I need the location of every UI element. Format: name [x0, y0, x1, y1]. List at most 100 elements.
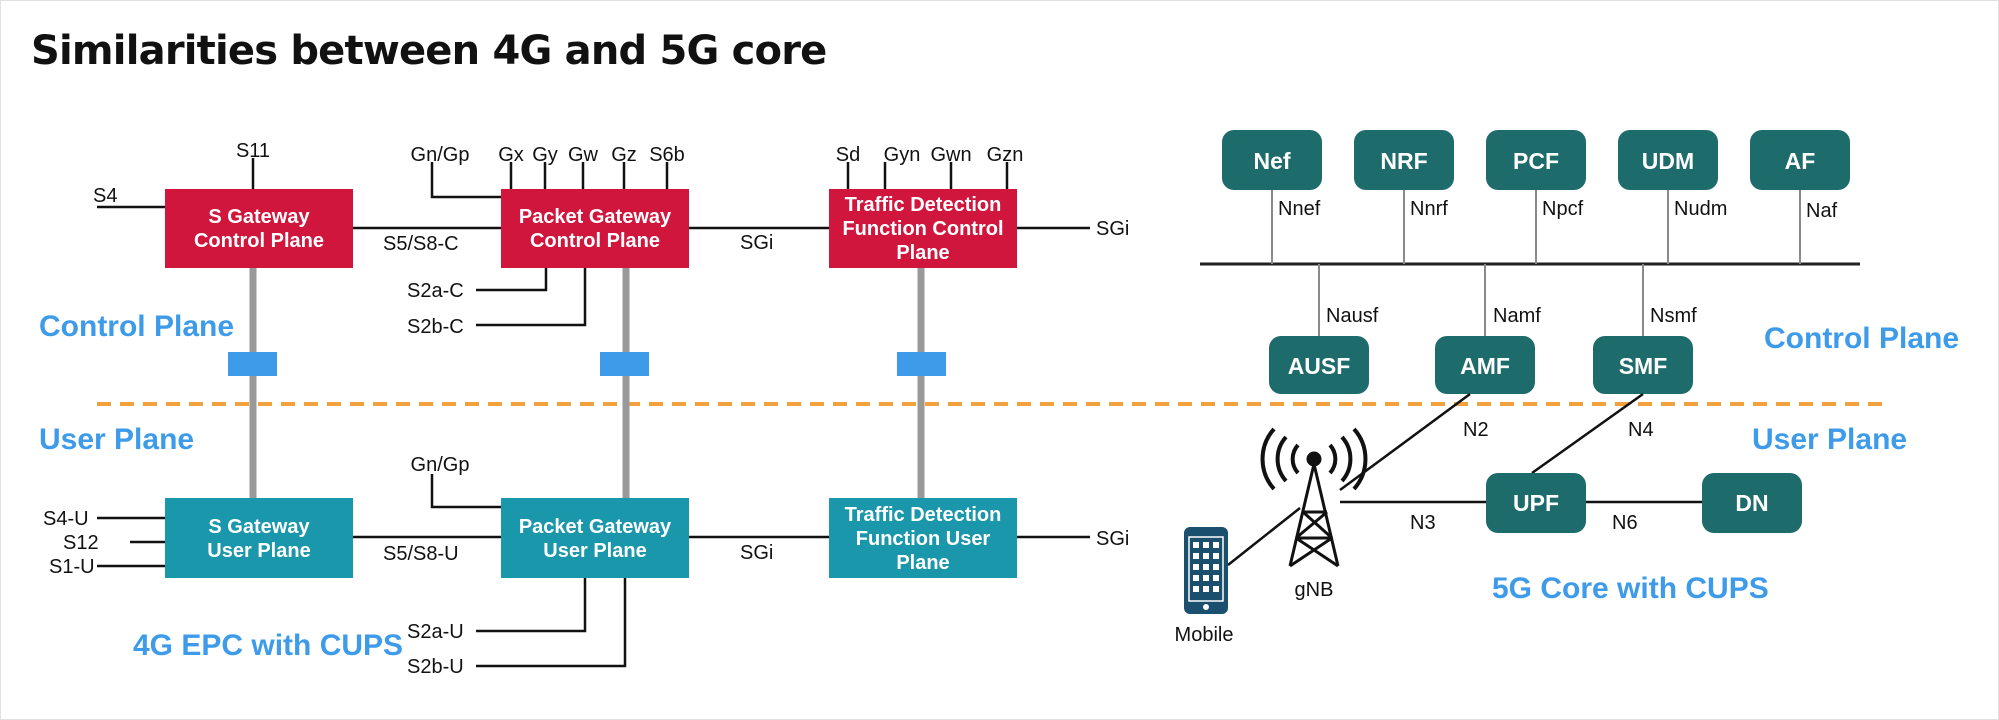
label-sd: Sd — [836, 144, 860, 166]
sgw-u-line1: S Gateway — [208, 516, 310, 538]
sx-connector-3 — [897, 352, 946, 376]
label-sgi-c2: SGi — [1096, 218, 1129, 240]
label-s1u: S1-U — [49, 556, 95, 578]
mobile-phone-icon — [1184, 527, 1228, 614]
nf-pcf-label: PCF — [1513, 148, 1559, 174]
label-gz: Gz — [611, 144, 637, 166]
nf-nef-label: Nef — [1253, 148, 1290, 174]
nf-ausf-label: AUSF — [1288, 353, 1351, 379]
nf-amf-label: AMF — [1460, 353, 1510, 379]
nf-udm: UDM — [1618, 130, 1718, 190]
nf-smf-label: SMF — [1619, 353, 1668, 379]
sba-bus — [1200, 190, 1860, 336]
tdf-c-line1: Traffic Detection — [845, 194, 1002, 216]
label-gyn: Gyn — [884, 144, 921, 166]
label-namf: Namf — [1493, 305, 1541, 327]
label-nsmf: Nsmf — [1650, 305, 1697, 327]
label-gx: Gx — [498, 144, 524, 166]
page-title: Similarities between 4G and 5G core — [31, 28, 827, 74]
label-sgi-u2: SGi — [1096, 528, 1129, 550]
nf-nrf: NRF — [1354, 130, 1454, 190]
epc-cp-lines — [97, 158, 1090, 327]
label-s4u: S4-U — [43, 508, 89, 530]
label-s2bc: S2b-C — [407, 316, 464, 338]
label-gnb: gNB — [1295, 579, 1334, 601]
nf-upf-label: UPF — [1513, 490, 1559, 516]
label-mobile: Mobile — [1175, 624, 1234, 646]
nf-pcf: PCF — [1486, 130, 1586, 190]
label-s5u: S5/S8-U — [383, 543, 459, 565]
sx-connector-1 — [228, 352, 277, 376]
5gc-user-plane-label: User Plane — [1752, 423, 1907, 456]
nf-ausf: AUSF — [1269, 336, 1369, 394]
pgw-c-line1: Packet Gateway — [519, 206, 672, 228]
pgw-u-box: Packet Gateway User Plane — [501, 498, 689, 578]
label-s11: S11 — [236, 140, 270, 162]
epc-control-plane-label: Control Plane — [39, 310, 234, 343]
sgw-c-line1: S Gateway — [208, 206, 310, 228]
tdf-c-box: Traffic Detection Function Control Plane — [829, 189, 1017, 268]
tdf-u-box: Traffic Detection Function User Plane — [829, 498, 1017, 578]
label-n2: N2 — [1463, 419, 1489, 441]
label-naf: Naf — [1806, 200, 1838, 222]
tdf-u-line3: Plane — [896, 552, 949, 574]
label-gzn: Gzn — [987, 144, 1024, 166]
tdf-c-line2: Function Control — [842, 218, 1003, 240]
nf-dn-label: DN — [1735, 490, 1768, 516]
label-s2ac: S2a-C — [407, 280, 464, 302]
gnb-tower-icon — [1260, 427, 1368, 568]
nf-af: AF — [1750, 130, 1850, 190]
pgw-c-line2: Control Plane — [530, 230, 660, 252]
label-n6: N6 — [1612, 512, 1638, 534]
label-nausf: Nausf — [1326, 305, 1379, 327]
label-nudm: Nudm — [1674, 198, 1727, 220]
cp-up-links — [228, 268, 946, 498]
label-gngp-u: Gn/Gp — [411, 454, 470, 476]
label-gy: Gy — [532, 144, 558, 166]
label-sgi-c1: SGi — [740, 232, 773, 254]
sgw-u-line2: User Plane — [207, 540, 310, 562]
label-s12: S12 — [63, 532, 99, 554]
5g-interface-labels: N2 N4 N3 N6 gNB Mobile — [1175, 419, 1654, 646]
label-s5c: S5/S8-C — [383, 233, 459, 255]
nf-nrf-label: NRF — [1380, 148, 1427, 174]
label-s4: S4 — [93, 185, 117, 207]
label-s6b: S6b — [649, 144, 685, 166]
pgw-u-line1: Packet Gateway — [519, 516, 672, 538]
sgw-u-box: S Gateway User Plane — [165, 498, 353, 578]
tdf-u-line2: Function User — [856, 528, 991, 550]
epc-interface-labels: S11 S4 S5/S8-C Gn/Gp Gx Gy Gw Gz S6b SGi… — [43, 140, 1129, 678]
nf-upf: UPF — [1486, 473, 1586, 533]
nf-amf: AMF — [1435, 336, 1535, 394]
5gc-control-plane-label: Control Plane — [1764, 322, 1959, 355]
epc-user-plane-label: User Plane — [39, 423, 194, 456]
5gc-caption: 5G Core with CUPS — [1492, 572, 1769, 605]
nf-nef: Nef — [1222, 130, 1322, 190]
nf-udm-label: UDM — [1642, 148, 1694, 174]
label-gwn: Gwn — [930, 144, 971, 166]
pgw-u-line2: User Plane — [543, 540, 646, 562]
label-gngp-c: Gn/Gp — [411, 144, 470, 166]
label-gw: Gw — [568, 144, 599, 166]
label-n3: N3 — [1410, 512, 1436, 534]
label-nnrf: Nnrf — [1410, 198, 1448, 220]
sba-service-labels: Nnef Nnrf Npcf Nudm Naf Nausf Namf Nsmf — [1278, 198, 1838, 327]
label-nnef: Nnef — [1278, 198, 1321, 220]
label-npcf: Npcf — [1542, 198, 1584, 220]
pgw-c-box: Packet Gateway Control Plane — [501, 189, 689, 268]
sgw-c-box: S Gateway Control Plane — [165, 189, 353, 268]
label-s2bu: S2b-U — [407, 656, 464, 678]
epc-up-lines — [97, 474, 1090, 668]
nf-dn: DN — [1702, 473, 1802, 533]
tdf-c-line3: Plane — [896, 242, 949, 264]
epc-caption: 4G EPC with CUPS — [133, 629, 403, 662]
tdf-u-line1: Traffic Detection — [845, 504, 1002, 526]
nf-smf: SMF — [1593, 336, 1693, 394]
label-s2au: S2a-U — [407, 621, 464, 643]
label-n4: N4 — [1628, 419, 1654, 441]
sx-connector-2 — [600, 352, 649, 376]
label-sgi-u1: SGi — [740, 542, 773, 564]
nf-af-label: AF — [1785, 148, 1816, 174]
sgw-c-line2: Control Plane — [194, 230, 324, 252]
